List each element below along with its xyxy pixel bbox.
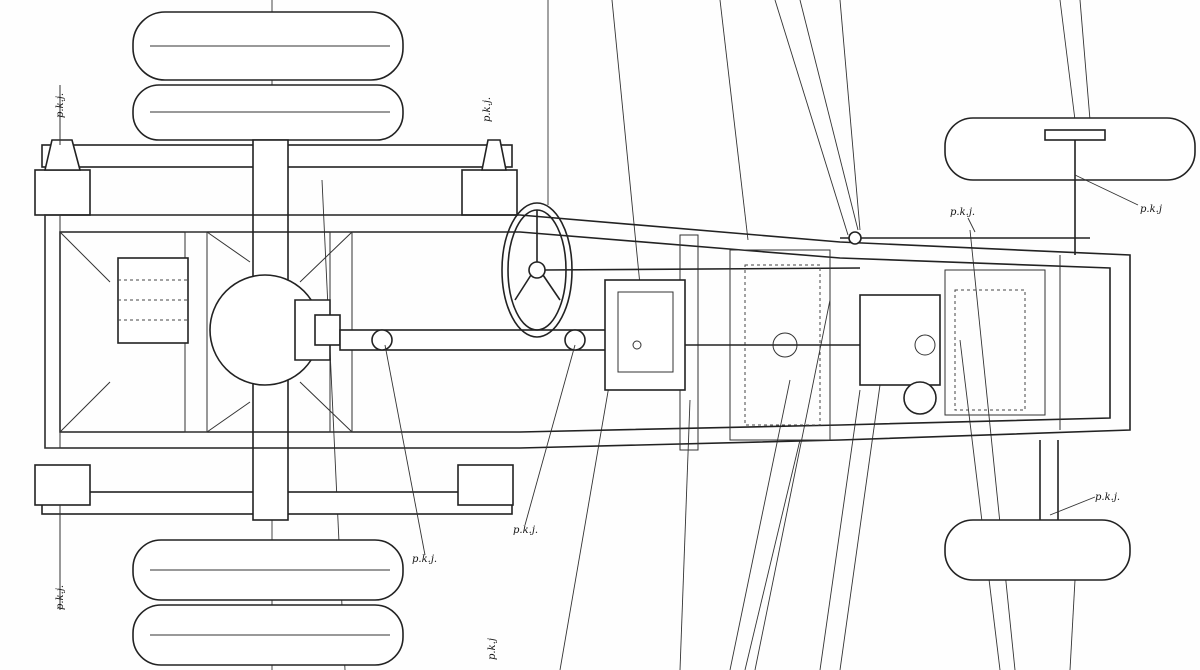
steering-wheel — [501, 202, 861, 338]
label-pkj: p.k.j. — [1095, 492, 1120, 503]
chassis-frame — [44, 214, 1131, 451]
gearbox — [604, 279, 686, 391]
label-pkj: p.k.j. — [412, 554, 437, 565]
label-pkj: p.k.j — [1140, 204, 1162, 215]
label-pkj: p.k.j. — [950, 207, 975, 218]
label-pkj: p.k.j. — [482, 97, 493, 122]
rear-left-wheels — [132, 11, 404, 141]
leader-lines — [271, 0, 1091, 670]
differential — [209, 274, 341, 386]
radiator — [944, 269, 1046, 416]
tie-rod — [840, 231, 1090, 245]
front-left-wheel — [944, 117, 1196, 255]
label-pkj: p.k.j — [487, 638, 498, 660]
front-right-wheel — [944, 440, 1131, 581]
part-labels: p.k.j. p.k.j. p.k.j. p.k.j. p.k.j p.k.j.… — [55, 93, 1162, 660]
label-pkj: p.k.j. — [55, 585, 66, 610]
rear-right-wheels — [132, 539, 404, 666]
label-pkj: p.k.j. — [513, 525, 538, 536]
label-pkj: p.k.j. — [55, 93, 66, 118]
engine — [685, 249, 941, 441]
driveshaft — [339, 329, 621, 351]
